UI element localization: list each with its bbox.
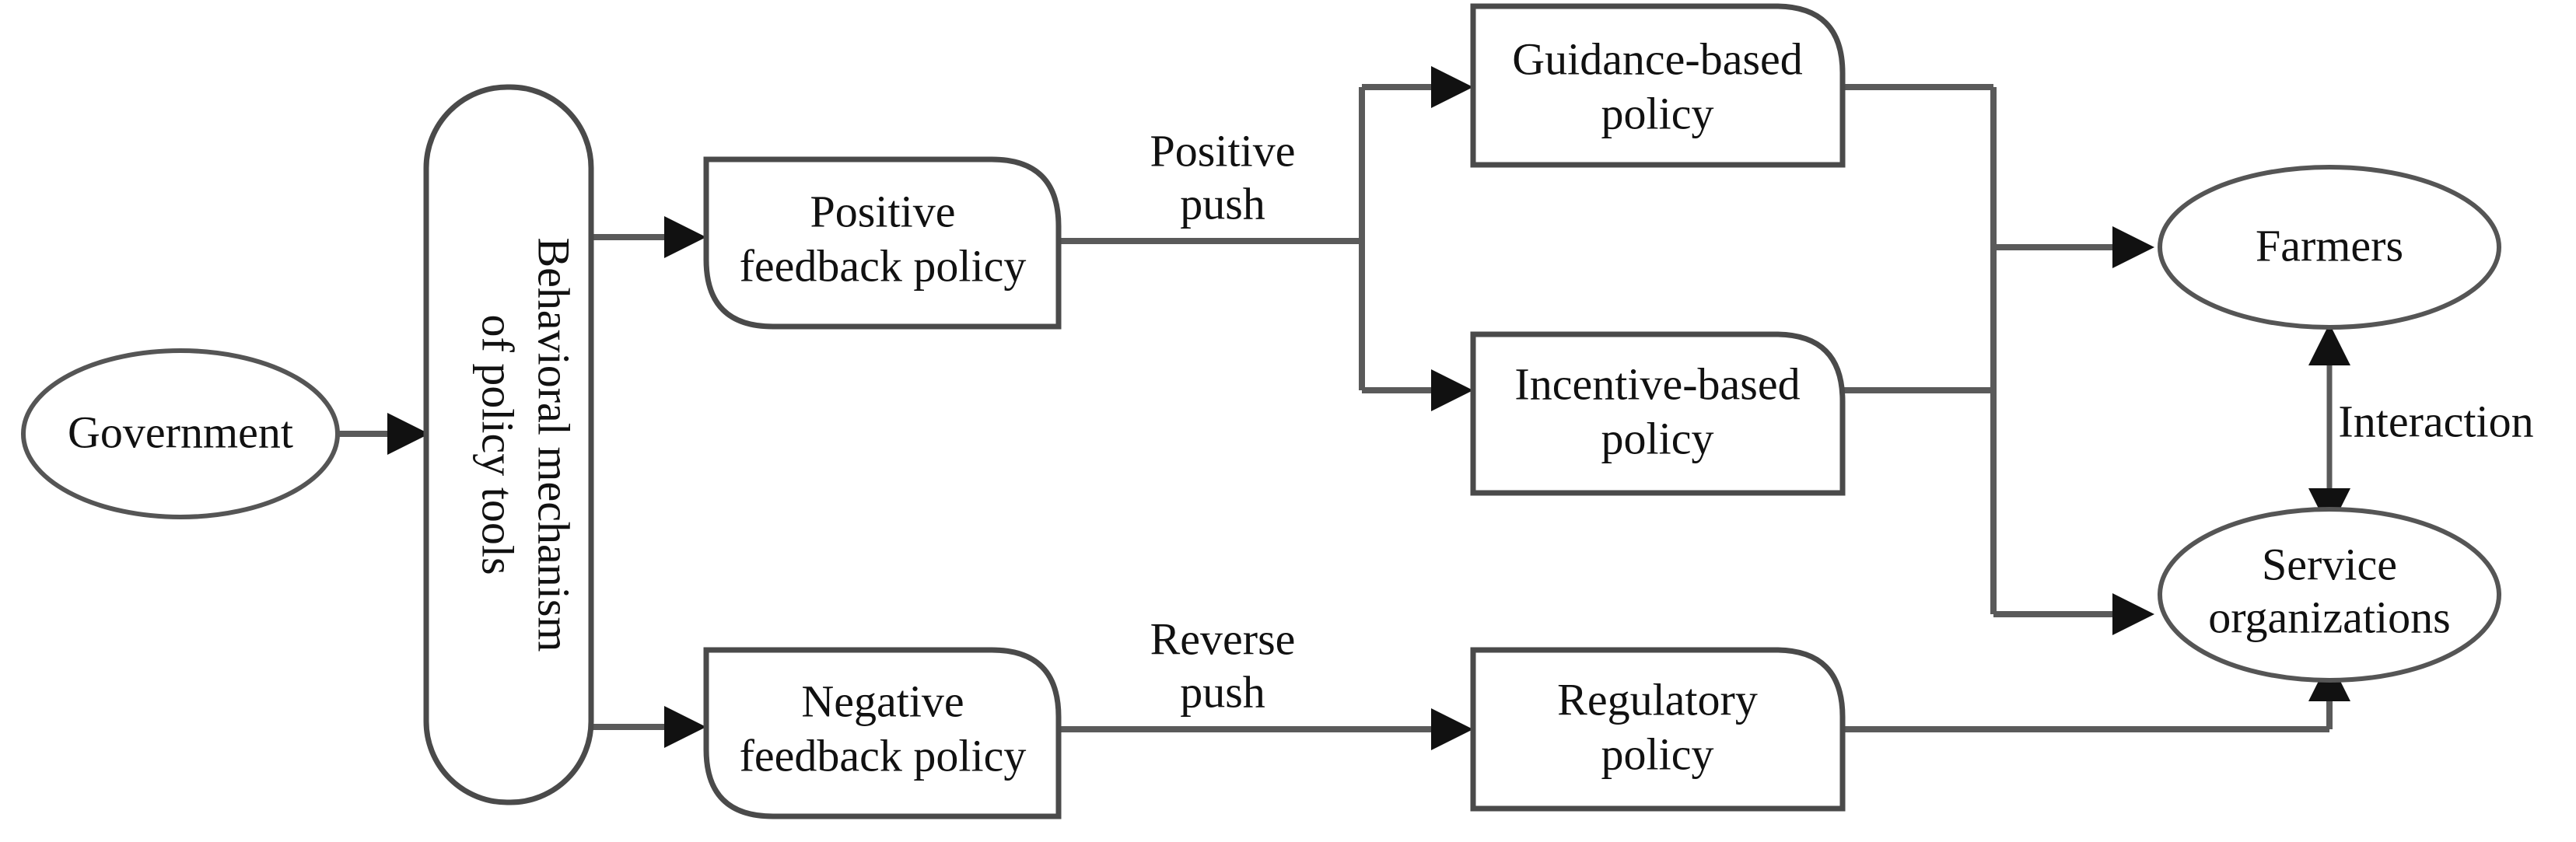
node-negative-feedback-policy[interactable]: Negative feedback policy: [703, 647, 1062, 819]
node-guidance-based-policy-label-line2: policy: [1601, 88, 1714, 138]
edge-label-interaction: Interaction: [2338, 396, 2533, 446]
edge-merge-rail-to-service-organizations: [1993, 593, 2154, 635]
edge-merge-rail-to-farmers: [1993, 226, 2154, 268]
node-negative-feedback-policy-label-line1: Negative: [801, 676, 964, 726]
node-service-organizations-label-line2: organizations: [2208, 592, 2450, 642]
node-regulatory-policy-label-line2: policy: [1601, 728, 1714, 779]
edge-mechanism-to-negative-feedback: [591, 706, 706, 748]
edge-positive-push-split: [1059, 66, 1473, 411]
node-behavioral-mechanism-label-line2: of policy tools: [473, 314, 523, 575]
edge-reverse-push: [1059, 708, 1473, 750]
node-behavioral-mechanism[interactable]: Behavioral mechanism of policy tools: [423, 84, 594, 805]
node-service-organizations-label-line1: Service: [2262, 539, 2397, 589]
edge-label-reverse-push-line2: push: [1180, 666, 1265, 717]
node-regulatory-policy[interactable]: Regulatory policy: [1470, 647, 1846, 812]
node-guidance-based-policy-label-line1: Guidance-based: [1512, 33, 1803, 84]
node-positive-feedback-policy-label-line1: Positive: [810, 186, 956, 236]
node-incentive-based-policy-label-line2: policy: [1601, 413, 1714, 463]
edge-label-reverse-push: Reverse push: [1150, 613, 1296, 717]
node-farmers-label: Farmers: [2256, 220, 2403, 271]
edge-label-positive-push-line2: push: [1180, 178, 1265, 229]
node-government-label: Government: [68, 407, 293, 457]
edge-mechanism-to-positive-feedback: [591, 216, 706, 258]
edge-label-reverse-push-line1: Reverse: [1150, 613, 1296, 664]
edge-label-interaction-text: Interaction: [2338, 396, 2533, 446]
edge-label-positive-push-line1: Positive: [1150, 125, 1296, 176]
node-behavioral-mechanism-label-line1: Behavioral mechanism: [529, 237, 579, 652]
node-positive-feedback-policy[interactable]: Positive feedback policy: [703, 156, 1062, 330]
edge-label-positive-push: Positive push: [1150, 125, 1296, 229]
node-positive-feedback-policy-label-line2: feedback policy: [740, 240, 1027, 291]
node-guidance-based-policy[interactable]: Guidance-based policy: [1470, 3, 1846, 168]
node-farmers[interactable]: Farmers: [2158, 165, 2501, 330]
node-incentive-based-policy[interactable]: Incentive-based policy: [1470, 331, 1846, 496]
node-regulatory-policy-label-line1: Regulatory: [1557, 674, 1758, 725]
edge-government-to-mechanism: [338, 413, 429, 455]
node-incentive-based-policy-label-line1: Incentive-based: [1514, 358, 1800, 409]
node-service-organizations[interactable]: Service organizations: [2158, 507, 2501, 683]
node-negative-feedback-policy-label-line2: feedback policy: [740, 730, 1027, 781]
node-government[interactable]: Government: [21, 348, 340, 519]
